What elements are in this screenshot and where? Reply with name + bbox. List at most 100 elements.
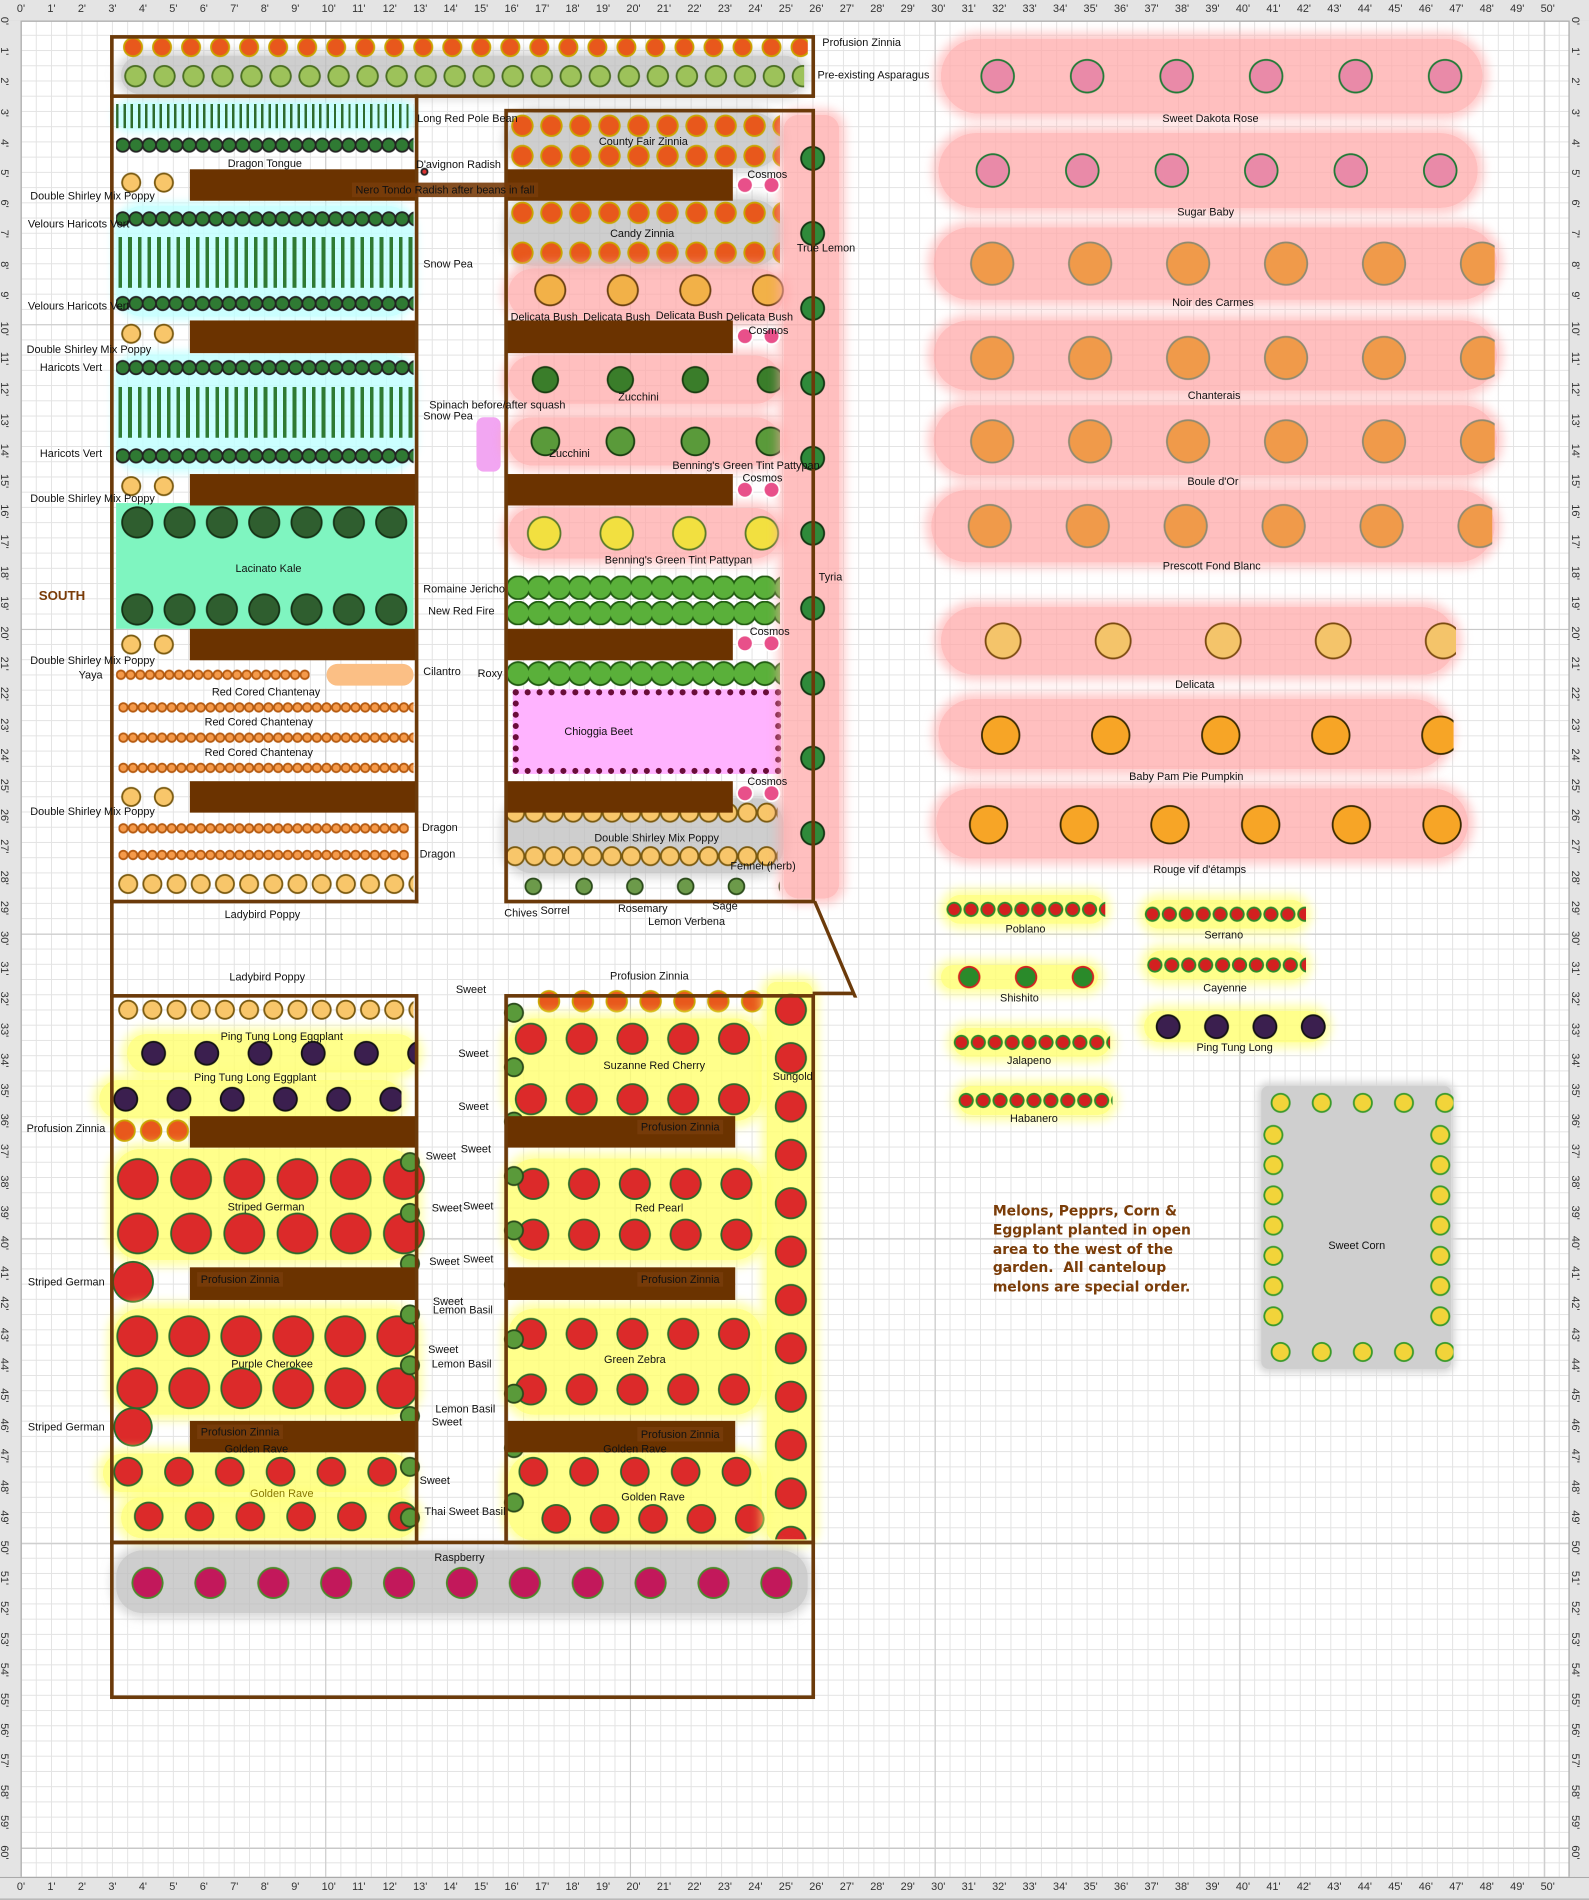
sungold-row[interactable] — [769, 985, 813, 1540]
carrot-row[interactable] — [118, 726, 414, 749]
spinach[interactable] — [476, 417, 501, 472]
snow-pea-row[interactable] — [118, 386, 414, 438]
zucchini-row[interactable] — [507, 362, 780, 397]
candy-zinnia-row[interactable] — [507, 199, 780, 227]
poblano-row[interactable] — [945, 892, 1106, 927]
golden-rave-row[interactable] — [507, 1453, 765, 1490]
ladybird-poppy-row[interactable] — [116, 994, 414, 1026]
haricots-row[interactable] — [116, 442, 414, 470]
lacinato-kale-row[interactable] — [116, 503, 414, 542]
dragon-carrot-row[interactable] — [118, 844, 409, 866]
golden-rave-row[interactable] — [123, 1497, 420, 1536]
chanterais-row[interactable] — [938, 333, 1495, 383]
serrano-row[interactable] — [1143, 897, 1307, 932]
county-fair-zinnia-row[interactable] — [507, 142, 780, 170]
purple-cherokee-row[interactable] — [111, 1312, 426, 1361]
poppy-row[interactable] — [114, 630, 186, 660]
prescott-fond-blanc-row[interactable] — [935, 501, 1493, 551]
snow-pea-row[interactable] — [118, 237, 414, 288]
suzanne-red-cherry-row[interactable] — [505, 1018, 762, 1060]
striped-german-row[interactable] — [111, 1154, 426, 1204]
jalapeno-row[interactable] — [952, 1025, 1111, 1060]
ping-tung-long-row[interactable] — [1143, 1009, 1338, 1044]
poppy-row[interactable] — [114, 320, 186, 348]
county-fair-zinnia-row[interactable] — [507, 112, 780, 140]
sugar-baby-row[interactable] — [938, 149, 1476, 192]
bed-right-upper[interactable] — [504, 108, 816, 904]
yaya-carrot-row[interactable] — [116, 663, 310, 686]
cosmos[interactable] — [731, 172, 788, 198]
long-red-pole-bean-row[interactable] — [116, 103, 414, 129]
corn-column[interactable] — [1260, 1119, 1287, 1336]
dragon-tongue-row[interactable] — [116, 133, 414, 158]
ruler-left-label: 35' — [0, 1083, 11, 1098]
carrot-row[interactable] — [118, 757, 414, 779]
striped-german[interactable] — [111, 1405, 155, 1449]
poppy-row[interactable] — [114, 782, 186, 812]
bed-right-lower[interactable] — [504, 994, 816, 1545]
raspberry-row[interactable] — [116, 1562, 808, 1604]
delicata-row[interactable] — [948, 619, 1456, 663]
corn-row[interactable] — [1260, 1335, 1454, 1369]
boule-dor-row[interactable] — [938, 417, 1495, 466]
ruler-left-label: 53' — [0, 1632, 11, 1647]
pattypan-row[interactable] — [507, 512, 799, 554]
ladybird-poppy-row[interactable] — [116, 869, 414, 899]
cosmos[interactable] — [731, 631, 788, 656]
suzanne-red-cherry-row[interactable] — [505, 1078, 762, 1120]
dragon-carrot-row[interactable] — [118, 817, 409, 840]
striped-german-row[interactable] — [111, 1209, 426, 1258]
sweet-dakota-rose-row[interactable] — [943, 55, 1481, 97]
new-red-fire-row[interactable] — [507, 601, 780, 626]
asparagus-row[interactable] — [120, 60, 805, 92]
profusion-zinnia-row[interactable] — [118, 36, 808, 59]
delicata-bush-row[interactable] — [513, 270, 793, 310]
cosmos[interactable] — [731, 324, 788, 349]
striped-german[interactable] — [111, 1257, 155, 1307]
poppy-row[interactable] — [114, 169, 186, 196]
basil-label: Lemon Basil — [431, 1358, 492, 1371]
green-zebra-row[interactable] — [505, 1368, 762, 1411]
eggplant-row[interactable] — [126, 1033, 418, 1073]
habanero-row[interactable] — [957, 1083, 1113, 1118]
bed-raspberry[interactable] — [110, 1540, 816, 1700]
noir-des-carmes-row[interactable] — [938, 239, 1495, 288]
label: Baby Pam Pie Pumpkin — [1129, 770, 1244, 783]
sweet-corn-bed[interactable] — [1261, 1085, 1452, 1369]
shishito-row[interactable] — [940, 962, 1111, 992]
golden-rave-row[interactable] — [532, 1499, 768, 1539]
baby-pam-pie-pumpkin-row[interactable] — [945, 713, 1454, 758]
lacinato-kale-row[interactable] — [116, 590, 414, 629]
eggplant-row[interactable] — [99, 1079, 402, 1119]
double-shirley-poppy-row[interactable] — [505, 841, 778, 871]
zucchini-pattypan-row[interactable] — [507, 423, 780, 460]
bed-left-upper[interactable] — [110, 94, 419, 904]
red-pearl-row[interactable] — [507, 1214, 765, 1256]
roxy-row[interactable] — [507, 660, 780, 687]
ruler-right-label: 35' — [1569, 1083, 1582, 1098]
carrot-row[interactable] — [118, 696, 414, 719]
haricots-row[interactable] — [116, 354, 414, 381]
cosmos[interactable] — [731, 781, 788, 806]
poppy-row[interactable] — [114, 471, 186, 501]
chioggia-beet-bed[interactable] — [512, 689, 782, 774]
green-zebra-row[interactable] — [505, 1313, 762, 1355]
cayenne-row[interactable] — [1146, 948, 1307, 982]
romaine-jericho-row[interactable] — [507, 575, 780, 600]
rouge-vif-detamps-row[interactable] — [943, 802, 1473, 847]
cosmos[interactable] — [731, 477, 788, 502]
corn-row[interactable] — [1260, 1085, 1454, 1120]
golden-rave-row[interactable] — [102, 1453, 412, 1490]
red-pearl-row[interactable] — [507, 1163, 765, 1205]
velours-row[interactable] — [116, 205, 414, 233]
purple-cherokee-row[interactable] — [111, 1364, 426, 1413]
profusion-zinnia-row[interactable] — [532, 986, 768, 1016]
herb-row[interactable] — [507, 873, 780, 900]
corn-column[interactable] — [1426, 1119, 1454, 1336]
velours-row[interactable] — [116, 290, 414, 317]
bed-top[interactable] — [110, 35, 816, 98]
zinnia[interactable] — [111, 1114, 192, 1147]
cilantro-row[interactable] — [326, 663, 414, 686]
candy-zinnia-row[interactable] — [507, 239, 780, 267]
